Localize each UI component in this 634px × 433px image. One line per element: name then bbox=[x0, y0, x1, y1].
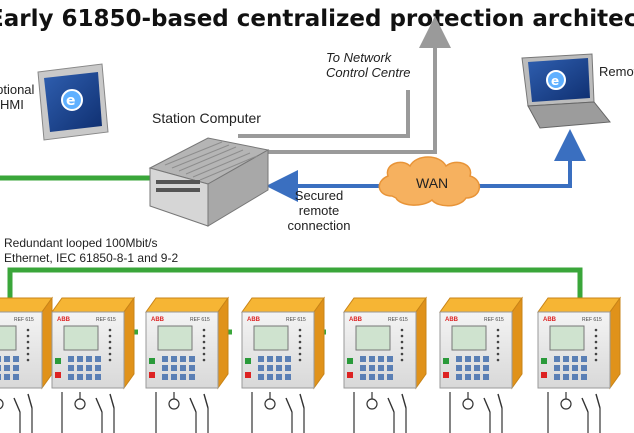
network-control-centre-label: To Network Control Centre bbox=[326, 50, 411, 80]
current-transformer-icon bbox=[264, 398, 276, 410]
ied-relay-icon: ABB REF 615 bbox=[51, 296, 135, 390]
ethernet-label: Redundant looped 100Mbit/s Ethernet, IEC… bbox=[4, 236, 179, 265]
breaker-switch-icon bbox=[581, 397, 589, 413]
breaker-switch-icon bbox=[95, 397, 103, 413]
ied-row: ABB REF 615 ABB REF 615 ABB REF 615 ABB REF 615… bbox=[0, 296, 621, 390]
bay-primary-circuit bbox=[61, 392, 115, 433]
wan-label: WAN bbox=[416, 175, 449, 191]
ied-model: REF 615 bbox=[190, 317, 210, 323]
bay-primary-circuit bbox=[155, 392, 209, 433]
ied-relay-icon: ABB REF 615 bbox=[537, 296, 621, 390]
current-transformer-icon bbox=[74, 398, 86, 410]
current-transformer-icon bbox=[560, 398, 572, 410]
ied-brand: ABB bbox=[349, 317, 363, 323]
svg-text:e: e bbox=[66, 93, 76, 109]
primary-circuit bbox=[0, 392, 601, 433]
current-transformer-icon bbox=[0, 398, 4, 410]
ied-relay-icon: ABB REF 615 bbox=[439, 296, 523, 390]
ied-model: REF 615 bbox=[96, 317, 116, 323]
laptop-icon: e bbox=[521, 53, 611, 129]
breaker-switch-icon bbox=[203, 393, 209, 409]
ied-brand: ABB bbox=[543, 317, 557, 323]
breaker-switch-icon bbox=[13, 397, 21, 413]
secured-link bbox=[266, 129, 586, 202]
ethernet-bus bbox=[0, 175, 620, 335]
breaker-switch-icon bbox=[189, 397, 197, 413]
svg-text:e: e bbox=[551, 74, 559, 88]
bay-primary-circuit bbox=[449, 392, 503, 433]
breaker-switch-icon bbox=[109, 393, 115, 409]
station-computer-icon bbox=[148, 137, 270, 227]
network-link bbox=[238, 16, 451, 154]
secured-connection-label: Secured remote connection bbox=[287, 188, 351, 233]
current-transformer-icon bbox=[168, 398, 180, 410]
station-computer-label: Station Computer bbox=[152, 110, 261, 126]
bay-primary-circuit bbox=[547, 392, 601, 433]
breaker-switch-icon bbox=[387, 397, 395, 413]
current-transformer-icon bbox=[366, 398, 378, 410]
wan-cloud-icon bbox=[378, 156, 480, 207]
ied-model: REF 615 bbox=[388, 317, 408, 323]
ied-model: REF 615 bbox=[14, 317, 34, 323]
diagram-title: Early 61850-based centralized protection… bbox=[0, 6, 634, 32]
breaker-switch-icon bbox=[483, 397, 491, 413]
breaker-switch-icon bbox=[595, 393, 601, 409]
ied-brand: ABB bbox=[151, 317, 165, 323]
breaker-switch-icon bbox=[285, 397, 293, 413]
breaker-switch-icon bbox=[27, 393, 33, 409]
ied-brand: ABB bbox=[247, 317, 261, 323]
ied-brand: ABB bbox=[445, 317, 459, 323]
bay-primary-circuit bbox=[251, 392, 305, 433]
ied-relay-icon: ABB REF 615 bbox=[343, 296, 427, 390]
breaker-switch-icon bbox=[497, 393, 503, 409]
ied-model: REF 615 bbox=[286, 317, 306, 323]
ied-model: REF 615 bbox=[484, 317, 504, 323]
breaker-switch-icon bbox=[401, 393, 407, 409]
ied-brand: ABB bbox=[57, 317, 71, 323]
breaker-switch-icon bbox=[299, 393, 305, 409]
remote-label: Remote bbox=[599, 64, 634, 79]
hmi-label: Optional HMI bbox=[0, 82, 35, 112]
ied-relay-icon: ABB REF 615 bbox=[145, 296, 229, 390]
bay-primary-circuit bbox=[353, 392, 407, 433]
hmi-monitor-icon: e bbox=[37, 63, 109, 141]
ied-relay-icon: ABB REF 615 bbox=[241, 296, 325, 390]
bay-primary-circuit bbox=[0, 393, 33, 433]
ied-model: REF 615 bbox=[582, 317, 602, 323]
current-transformer-icon bbox=[462, 398, 474, 410]
